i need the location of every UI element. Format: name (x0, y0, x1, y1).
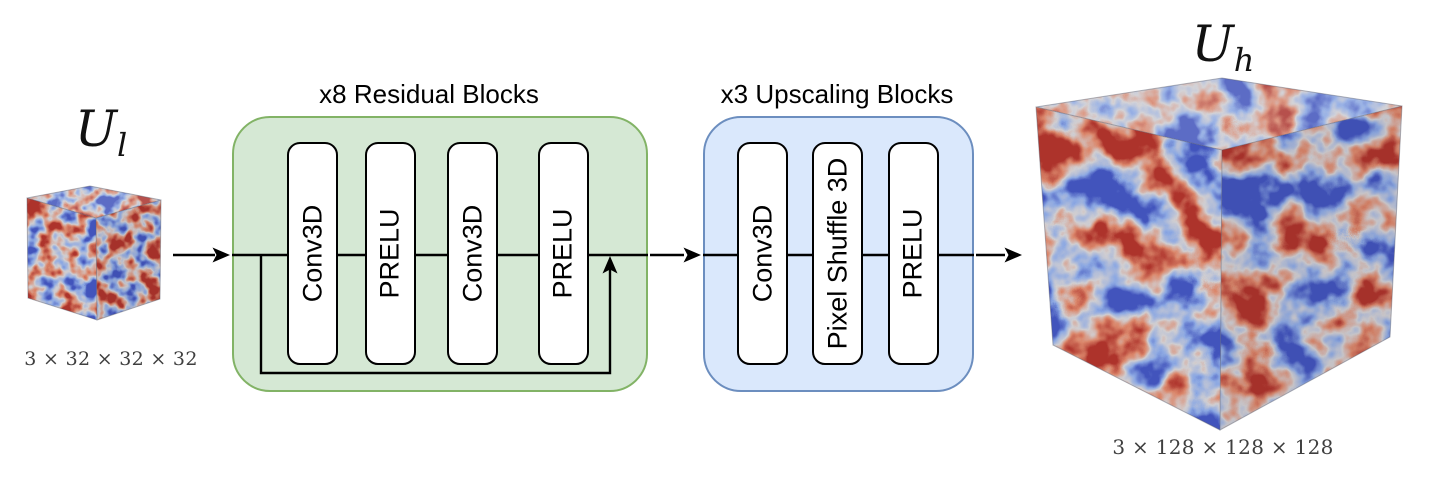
upscaling-group-title: x3 Upscaling Blocks (720, 79, 954, 109)
residual-layer-conv3d-1: Conv3D (287, 142, 338, 365)
residual-group-title: x8 Residual Blocks (319, 79, 539, 109)
output-cube-top-highlight (1036, 78, 1402, 150)
input-cube-dimensions: 3 × 32 × 32 × 32 (24, 348, 198, 370)
input-cube-top-highlight (27, 186, 161, 218)
residual-skip-connection-line (259, 255, 612, 375)
layer-label: Conv3D (297, 204, 328, 303)
input-cube-label: Ul (74, 100, 127, 161)
output-cube-right-face (1220, 106, 1402, 430)
input-cube-top-face (27, 186, 161, 218)
layer-label: Conv3D (747, 204, 778, 303)
output-cube-dimensions: 3 × 128 × 128 × 128 (1112, 435, 1334, 459)
upscaling-layer-conv3d: Conv3D (737, 142, 788, 365)
residual-layer-prelu-1: PRELU (365, 142, 416, 365)
input-cube-left-face (27, 198, 97, 320)
input-symbol: U (74, 100, 117, 158)
output-subscript: h (1233, 41, 1255, 79)
input-volume-cube (26, 185, 162, 321)
arrowhead-residual-to-upscaling-icon (683, 247, 701, 263)
input-cube-right-face (96, 200, 161, 320)
output-symbol: U (1191, 15, 1234, 73)
layer-label: PRELU (898, 208, 928, 299)
output-cube-right-shade (1220, 106, 1402, 430)
output-cube-edges (1035, 77, 1403, 431)
layer-label: PRELU (548, 208, 578, 299)
output-volume-cube (1035, 77, 1403, 431)
layer-label: Pixel Shuffle 3D (822, 157, 852, 350)
output-cube-label: Uh (1191, 15, 1255, 76)
input-subscript: l (116, 126, 128, 164)
layer-label: Conv3D (457, 204, 488, 303)
arrowhead-skip-up-icon (602, 256, 618, 274)
residual-layer-conv3d-2: Conv3D (447, 142, 498, 365)
upscaling-layer-prelu: PRELU (888, 142, 939, 365)
output-cube-left-face (1036, 107, 1222, 430)
residual-layer-prelu-2: PRELU (538, 142, 589, 365)
upscaling-layer-pixel-shuffle: Pixel Shuffle 3D (812, 142, 863, 365)
output-cube-top-face (1036, 78, 1402, 150)
layer-label: PRELU (375, 208, 405, 299)
arrowhead-upscaling-to-output-icon (1004, 247, 1022, 263)
input-cube-edges (26, 185, 162, 321)
input-cube-right-shade (96, 200, 161, 320)
arrowhead-input-to-residual-icon (212, 247, 230, 263)
